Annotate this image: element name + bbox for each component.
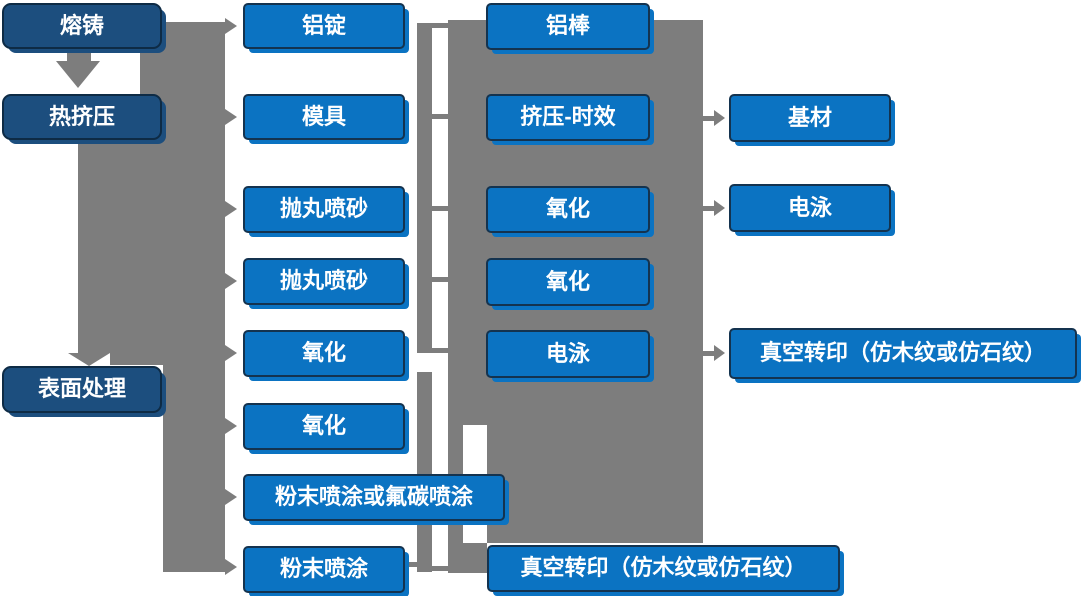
node-anodizing-4: 氧化: [486, 258, 650, 306]
connector-line: [432, 23, 448, 28]
flow-block-column3-lower: [487, 425, 703, 543]
right-arrowhead-icon: [225, 489, 237, 505]
flow-shaft-to-surface-treatment: [78, 143, 163, 353]
right-arrowhead-icon: [225, 18, 237, 34]
flow-band-middle-upper: [417, 23, 432, 353]
arrow-shaft: [703, 116, 714, 121]
down-arrow-shaft: [67, 49, 91, 63]
connector-line: [432, 277, 448, 282]
node-anodizing-1: 氧化: [243, 330, 405, 377]
connector-line: [432, 114, 448, 119]
node-shot-blasting-2: 抛丸喷砂: [243, 258, 405, 305]
right-arrowhead-icon: [225, 109, 237, 125]
node-shot-blasting-1: 抛丸喷砂: [243, 186, 405, 233]
node-electrophoresis-2: 电泳: [729, 184, 891, 232]
node-extrusion-aging: 挤压-时效: [486, 94, 650, 141]
connector-line: [432, 348, 448, 353]
right-arrowhead-icon: [225, 418, 237, 434]
connector-line: [432, 206, 448, 211]
node-anodizing-3: 氧化: [486, 186, 650, 233]
node-anodizing-2: 氧化: [243, 403, 405, 450]
right-arrowhead-icon: [225, 273, 237, 289]
right-arrowhead-icon: [225, 201, 237, 217]
node-vacuum-transfer-printing-bottom: 真空转印（仿木纹或仿石纹）: [487, 545, 840, 592]
down-arrow-icon: [68, 353, 110, 366]
right-arrow-icon: [714, 345, 725, 361]
right-arrow-icon: [714, 110, 725, 126]
arrow-shaft: [703, 351, 714, 356]
node-aluminum-rod: 铝棒: [486, 3, 650, 50]
node-substrate: 基材: [729, 94, 891, 142]
down-arrow-icon: [56, 61, 100, 88]
node-mold: 模具: [243, 94, 405, 140]
arrow-shaft: [703, 206, 714, 211]
node-aluminum-ingot: 铝锭: [243, 3, 405, 49]
right-arrowhead-icon: [225, 559, 237, 575]
flow-shaft-foot: [110, 353, 163, 365]
connector-line: [405, 562, 417, 567]
flow-block-bottom-extension: [448, 543, 487, 573]
node-vacuum-transfer-printing-right: 真空转印（仿木纹或仿石纹）: [729, 328, 1077, 379]
flow-band-left-feeder: [163, 22, 225, 572]
node-powder-coating: 粉末喷涂: [243, 546, 405, 593]
node-electrophoresis-1: 电泳: [486, 330, 650, 378]
right-arrow-icon: [714, 200, 725, 216]
node-hot-extrusion: 热挤压: [2, 94, 162, 140]
connector-surface-treatment: [162, 387, 178, 392]
flow-band-middle-lower: [417, 372, 432, 572]
node-surface-treatment: 表面处理: [2, 366, 162, 413]
right-arrowhead-icon: [225, 345, 237, 361]
node-melting-casting: 熔铸: [2, 3, 162, 49]
node-powder-or-fluorocarbon-coating: 粉末喷涂或氟碳喷涂: [243, 474, 505, 521]
